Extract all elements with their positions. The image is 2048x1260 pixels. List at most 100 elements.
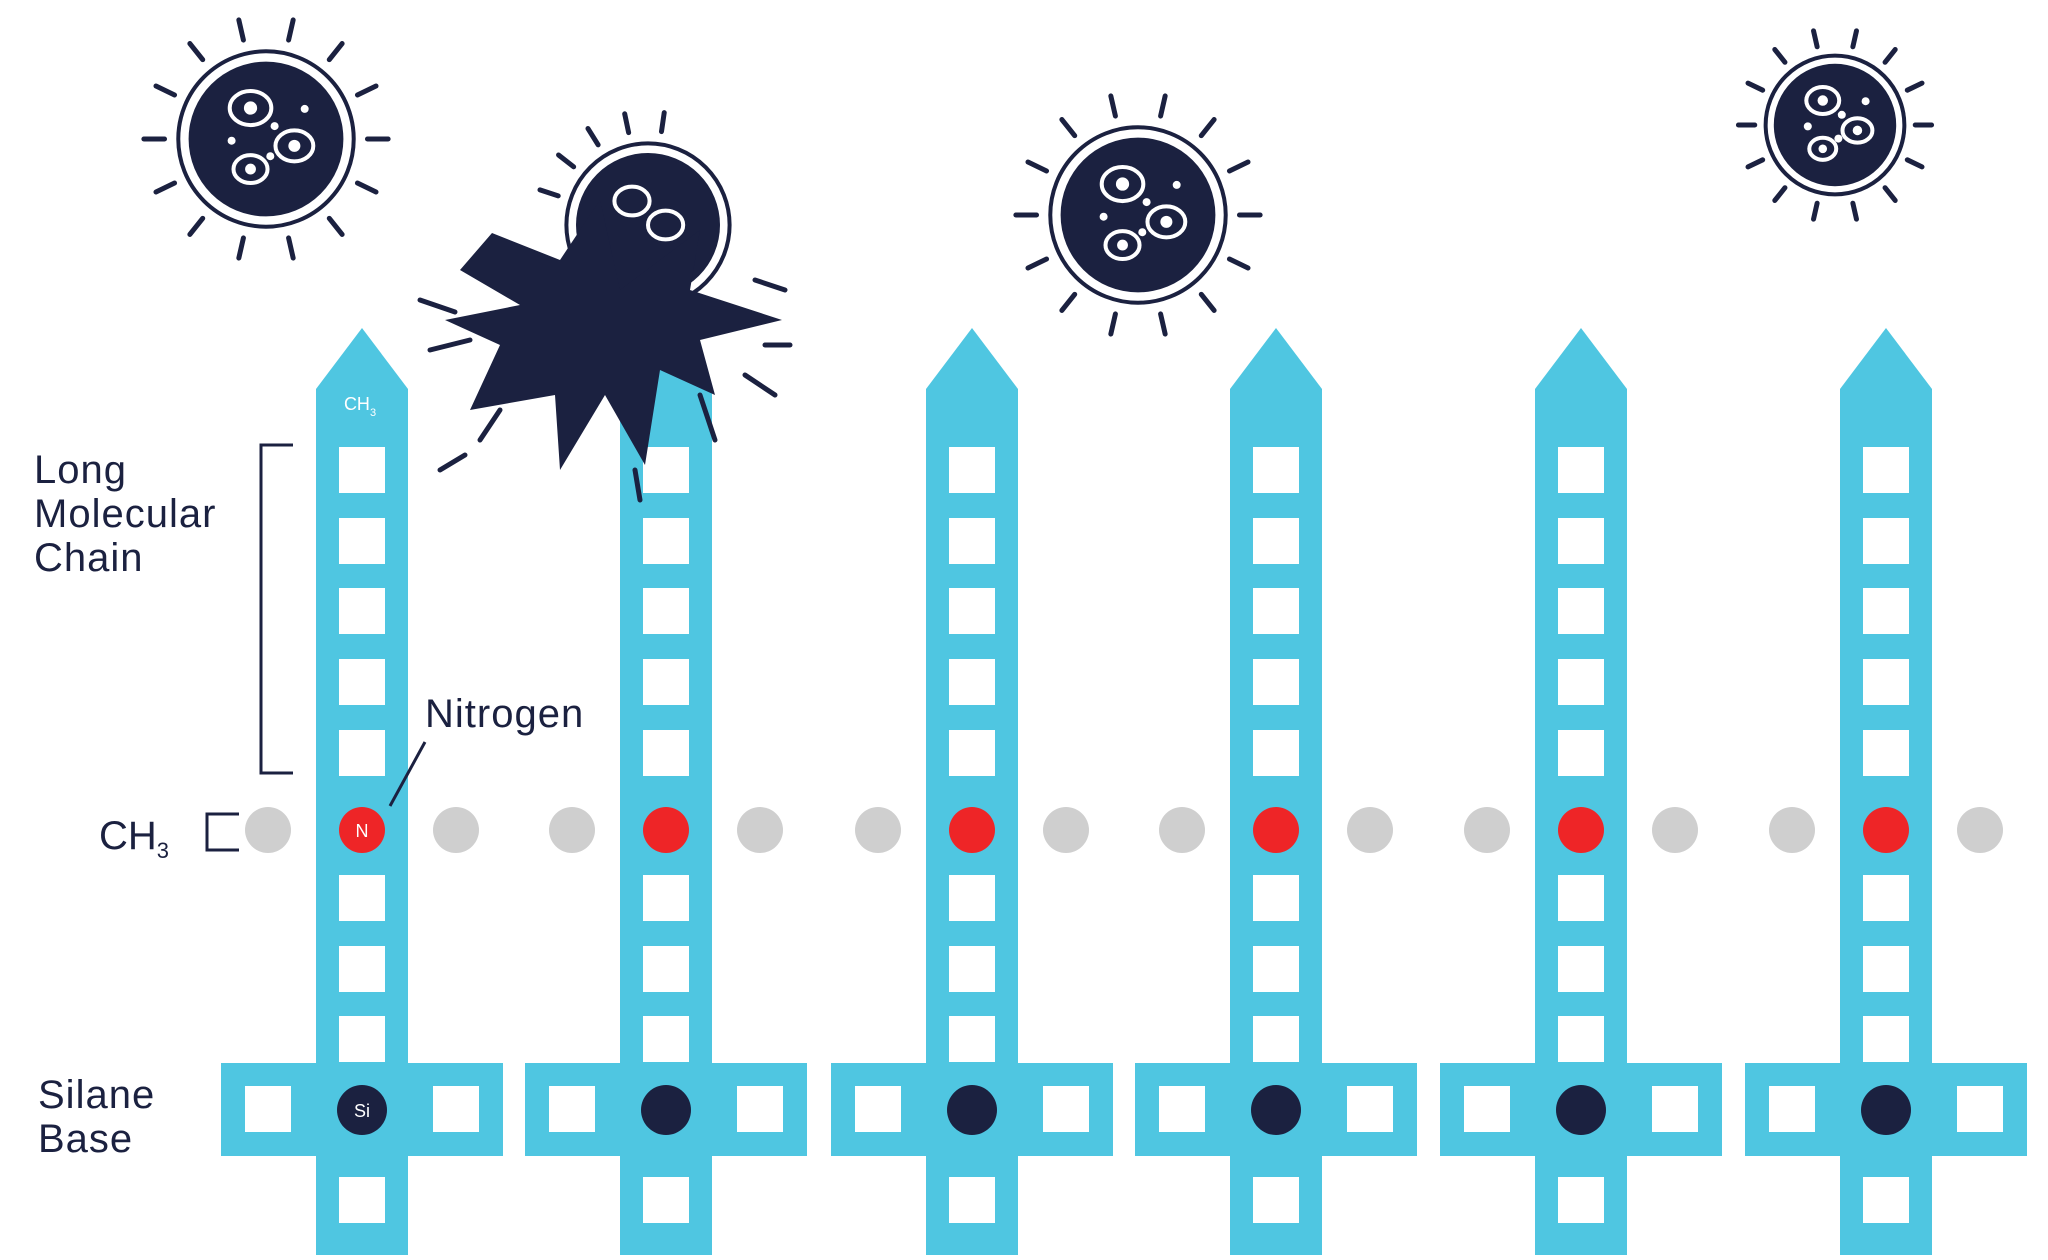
microbe-spike: [1811, 200, 1820, 222]
burst-line: [437, 452, 468, 473]
base-square: [549, 1086, 595, 1132]
microbe-membrane: [1763, 53, 1907, 197]
chain-square: [643, 518, 689, 564]
microbe-spike: [1025, 256, 1050, 271]
long-chain-line-3: Chain: [34, 536, 144, 580]
base-square: [1769, 1086, 1815, 1132]
chain-square: [949, 518, 995, 564]
chain-square: [1863, 1016, 1909, 1062]
burst-line: [477, 407, 503, 443]
silane-line-2: Base: [38, 1117, 134, 1161]
microbe-icon: [1013, 93, 1263, 337]
microbe-nucleus: [1115, 177, 1130, 191]
methyl-dot: [1159, 807, 1205, 853]
nitrogen-atom: [339, 807, 385, 853]
microbe-dot: [227, 136, 236, 145]
microbe-organelle: [1807, 135, 1839, 162]
microbe-organelle: [1840, 116, 1875, 145]
base-square: [433, 1086, 479, 1132]
chain-square: [1253, 946, 1299, 992]
microbe-organelle: [1145, 204, 1188, 240]
microbe-membrane: [176, 49, 356, 229]
ch3-side-label: CH3: [99, 814, 169, 864]
chain-square: [1863, 659, 1909, 705]
microbe-organelle: [1099, 165, 1146, 204]
microbe-organelle: [612, 184, 652, 218]
microbe-nucleus: [1852, 125, 1863, 136]
chain-square: [339, 946, 385, 992]
microbe-spike: [236, 17, 246, 43]
base-square: [245, 1086, 291, 1132]
microbe-spike: [153, 83, 178, 98]
chain-square: [949, 1016, 995, 1062]
chain-square: [643, 659, 689, 705]
microbe-nucleus: [288, 139, 301, 152]
methyl-dot: [737, 807, 783, 853]
methyl-dot: [433, 807, 479, 853]
molecule-5: [1440, 328, 1722, 1255]
chain-square: [643, 946, 689, 992]
methyl-dot: [245, 807, 291, 853]
chain-square: [1253, 1016, 1299, 1062]
microbe-spike: [1904, 80, 1925, 93]
silane-base-label: Silane Base: [38, 1073, 155, 1161]
methyl-dot: [1464, 807, 1510, 853]
burst-line: [417, 297, 458, 315]
microbe-spike: [1158, 93, 1168, 119]
chain-square: [949, 946, 995, 992]
base-square: [1043, 1086, 1089, 1132]
microbe-organelle: [1103, 229, 1142, 262]
microbe-spike: [585, 126, 601, 148]
microbe-spike: [1745, 80, 1766, 93]
microbe-2: [417, 110, 793, 503]
chain-square: [1558, 447, 1604, 493]
ch3-side-sub: 3: [156, 838, 170, 863]
chain-square: [1253, 875, 1299, 921]
silicon-atom: [1556, 1085, 1606, 1135]
chain-square: [339, 1177, 385, 1223]
microbe-organelle: [273, 128, 316, 164]
microbe-nucleus: [243, 101, 258, 115]
microbe-spike: [1226, 159, 1251, 174]
chain-square: [1253, 1177, 1299, 1223]
microbe-spike: [1158, 311, 1168, 337]
ch3-side-base: CH: [99, 814, 157, 858]
chain-square: [1863, 1177, 1909, 1223]
nitrogen-atom: [1253, 807, 1299, 853]
microbe-dot: [1099, 212, 1108, 221]
microbe-organelle: [1804, 85, 1842, 116]
burst-icon: [445, 200, 782, 470]
microbe-spike: [354, 83, 379, 98]
methyl-dot: [1043, 807, 1089, 853]
methyl-dot: [1957, 807, 2003, 853]
microbe-spike: [1772, 47, 1788, 65]
chain-square: [1863, 946, 1909, 992]
methyl-dot: [1652, 807, 1698, 853]
methyl-dot: [855, 807, 901, 853]
molecule-4: [1135, 328, 1417, 1255]
microbe-nucleus: [245, 163, 256, 175]
microbe-spike: [1198, 117, 1217, 139]
burst-line: [632, 467, 643, 503]
microbe-spike: [1811, 28, 1820, 50]
microbe-spike: [286, 17, 296, 43]
nitrogen-label: Nitrogen: [425, 692, 585, 736]
microbe-spike: [187, 215, 206, 237]
base-square: [737, 1086, 783, 1132]
microbe-dot: [270, 122, 279, 131]
nitrogen-atom: [949, 807, 995, 853]
chain-square: [1253, 659, 1299, 705]
microbe-spike: [658, 110, 667, 135]
chain-square: [1558, 659, 1604, 705]
microbe-spike: [1904, 157, 1925, 170]
microbe-spike: [354, 180, 379, 195]
microbe-spike: [1772, 185, 1788, 203]
burst-line: [697, 392, 718, 443]
nitrogen-symbol: N: [356, 821, 369, 841]
microbe-dot: [300, 104, 309, 113]
long-chain-line-2: Molecular: [34, 492, 217, 536]
microbe-nucleus: [1117, 239, 1128, 251]
microbe-body: [1060, 137, 1216, 293]
chain-square: [339, 1016, 385, 1062]
